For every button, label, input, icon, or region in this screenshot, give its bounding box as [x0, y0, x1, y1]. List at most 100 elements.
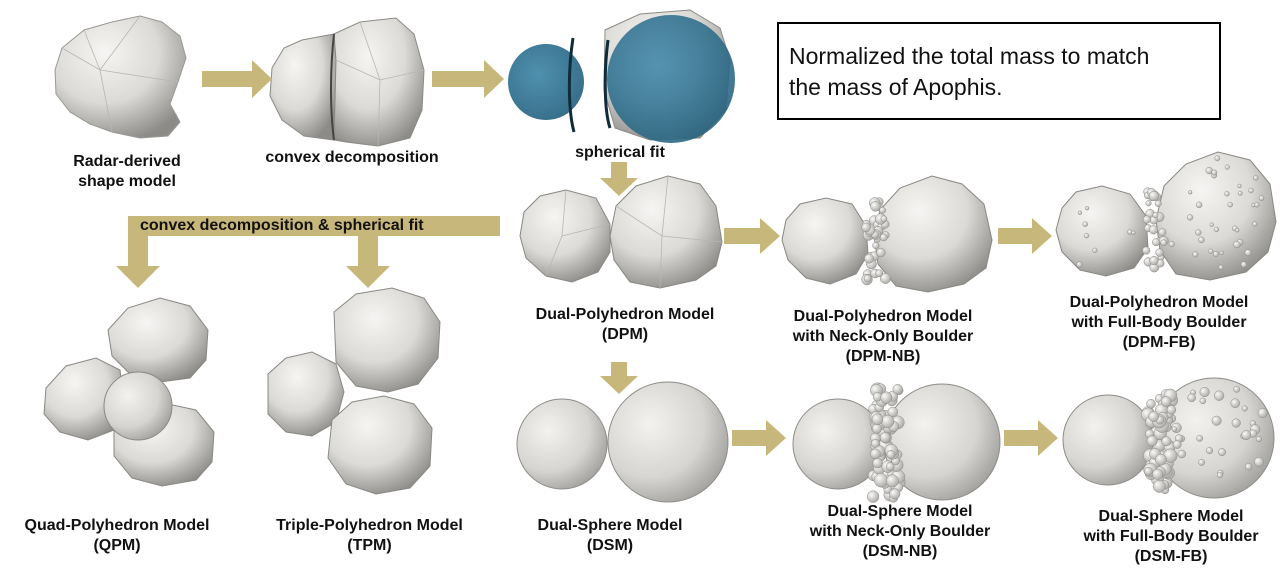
qpm-model: [43, 297, 215, 487]
boulder: [1145, 200, 1152, 207]
boulder: [1218, 448, 1226, 457]
boulder: [1144, 466, 1153, 476]
boulder: [1160, 239, 1168, 247]
dpm-nb-model: [781, 175, 993, 293]
boulder: [1205, 447, 1214, 455]
boulder: [1142, 246, 1151, 255]
boulder: [866, 490, 880, 503]
boulder: [1195, 229, 1202, 236]
boulder: [1248, 187, 1254, 194]
boulder: [863, 274, 872, 283]
boulder: [872, 241, 880, 250]
label-qpm: Quad-Polyhedron Model (QPM): [24, 517, 210, 554]
boulder: [1146, 435, 1158, 447]
boulder: [1237, 183, 1242, 189]
boulder: [1152, 468, 1164, 480]
boulder: [1231, 418, 1241, 428]
full-body-boulders: [1076, 155, 1265, 273]
boulder: [1154, 200, 1162, 207]
boulder: [1198, 459, 1205, 466]
boulder: [1199, 397, 1207, 405]
boulder: [887, 406, 899, 418]
label-dpm: Dual-Polyhedron Model (DPM): [535, 306, 715, 343]
dsm-nb-model: [792, 382, 1001, 503]
boulder: [1196, 435, 1204, 442]
boulder: [1252, 221, 1258, 227]
arrow-dsm-to-dsm-nb: [732, 420, 786, 456]
label-convex-spherical-fit: convex decomposition & spherical fit: [140, 217, 424, 234]
boulder: [1253, 456, 1264, 467]
boulder: [1152, 212, 1159, 219]
boulder: [1209, 222, 1214, 227]
boulder: [1155, 453, 1167, 466]
boulder: [1186, 214, 1194, 221]
boulder: [1244, 249, 1252, 257]
boulder: [1148, 411, 1159, 422]
mass-normalization-note: Normalized the total mass to match the m…: [777, 22, 1221, 120]
boulder: [880, 414, 895, 429]
boulder: [1212, 251, 1219, 257]
boulder: [1148, 225, 1159, 235]
arrow-dpm-to-dsm: [600, 362, 638, 394]
arrow-dsm-nb-to-dsm-fb: [1004, 420, 1058, 456]
boulder: [1092, 247, 1098, 254]
boulder: [1213, 226, 1220, 233]
boulder: [1187, 393, 1196, 403]
boulder: [1152, 479, 1166, 493]
boulder: [879, 206, 886, 214]
boulder: [872, 457, 883, 469]
boulder: [1076, 261, 1083, 268]
label-dsm-fb: Dual-Sphere Model with Full-Body Boulder…: [1083, 508, 1259, 565]
boulder: [1195, 201, 1203, 209]
label-dsm: Dual-Sphere Model (DSM): [537, 517, 683, 554]
dpm-fb-model: [1055, 151, 1277, 281]
boulder: [886, 450, 896, 459]
neck-boulders: [861, 197, 891, 286]
dsm-fb-model: [1062, 377, 1275, 499]
boulder: [1227, 201, 1233, 208]
boulder: [1224, 191, 1230, 197]
label-spherical-fit: spherical fit: [575, 144, 665, 161]
label-dsm-nb: Dual-Sphere Model with Neck-Only Boulder…: [809, 503, 991, 560]
label-convex-decomposition: convex decomposition: [265, 149, 439, 166]
arrow-convex-spherical-branch: [116, 216, 500, 288]
boulder: [1253, 175, 1259, 181]
arrow-dpm-nb-to-dpm-fb: [998, 218, 1052, 254]
boulder: [1171, 426, 1178, 432]
boulder: [1168, 241, 1175, 248]
note-line-2: the mass of Apophis.: [789, 74, 1003, 100]
boulder: [1233, 385, 1241, 393]
boulder: [870, 448, 881, 460]
boulder: [876, 247, 886, 258]
boulder: [1082, 221, 1088, 227]
boulder: [1255, 436, 1262, 443]
boulder: [1214, 155, 1221, 162]
boulder: [864, 253, 875, 264]
boulder: [1172, 440, 1182, 449]
boulder: [880, 215, 888, 223]
dpm-model: [519, 175, 723, 289]
label-dpm-fb: Dual-Polyhedron Model with Full-Body Bou…: [1069, 294, 1249, 351]
boulder: [886, 474, 899, 488]
radar-shape-model: [54, 15, 187, 139]
boulder: [1161, 436, 1172, 447]
boulder: [875, 269, 884, 278]
boulder: [1230, 398, 1240, 408]
label-tpm: Triple-Polyhedron Model (TPM): [276, 517, 463, 554]
boulder: [1198, 236, 1205, 244]
arrow-spherical-to-dpm: [600, 162, 638, 196]
boulder: [1213, 390, 1225, 401]
boulder: [1257, 408, 1268, 418]
full-body-boulders: [1141, 385, 1268, 495]
boulder: [871, 413, 884, 426]
boulder: [1233, 240, 1241, 249]
boulder: [1142, 215, 1151, 224]
boulder: [1218, 264, 1224, 270]
boulder: [871, 439, 880, 448]
boulder: [1177, 449, 1187, 459]
boulder: [879, 272, 891, 284]
label-radar-derived: Radar-derived shape model: [73, 153, 181, 190]
boulder: [1152, 238, 1160, 247]
boulder: [1241, 430, 1252, 440]
